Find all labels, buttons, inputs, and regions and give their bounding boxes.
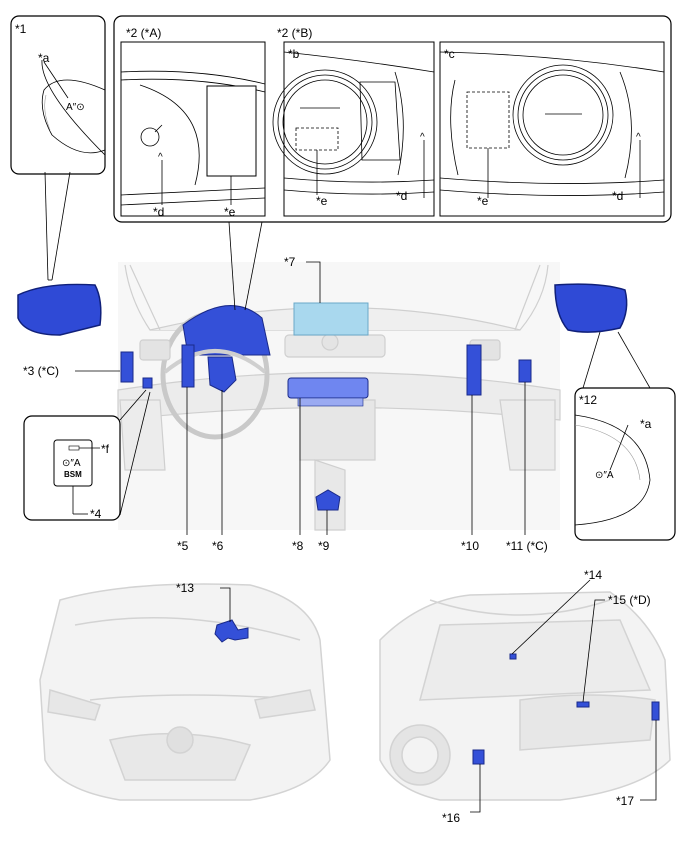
callout-14: *14 bbox=[584, 568, 602, 582]
left-outer-mirror[interactable] bbox=[17, 283, 102, 336]
part-10[interactable] bbox=[466, 344, 482, 396]
mirror-detail-box-12 bbox=[574, 331, 676, 541]
part-17[interactable] bbox=[651, 701, 660, 721]
part-16[interactable] bbox=[472, 749, 485, 765]
callout-4: *4 bbox=[90, 507, 102, 521]
part-13[interactable] bbox=[214, 619, 249, 643]
label-e-panel-c: *e bbox=[477, 194, 489, 208]
indicator-icon-right: ⊙″A bbox=[595, 470, 614, 481]
bsm-switch-detail-box bbox=[23, 389, 151, 521]
label-e-panel-a: *e bbox=[224, 205, 236, 219]
indicator-glyph-c: ^ bbox=[636, 132, 641, 143]
part-9[interactable] bbox=[315, 489, 341, 511]
label-f: *f bbox=[101, 442, 110, 456]
indicator-icon-left: A″⊙ bbox=[66, 102, 85, 113]
part-5[interactable] bbox=[181, 344, 195, 388]
part-14[interactable] bbox=[509, 653, 517, 660]
part-15[interactable] bbox=[576, 701, 590, 708]
label-e-panel-b: *e bbox=[316, 194, 328, 208]
label-d-panel-a: *d bbox=[153, 205, 164, 219]
leader-lines bbox=[75, 261, 657, 813]
meter-detail-box bbox=[113, 15, 672, 311]
callout-2b: *2 (*B) bbox=[277, 26, 312, 40]
callout-3: *3 (*C) bbox=[23, 364, 59, 378]
rear-vehicle-illustration bbox=[379, 591, 671, 801]
label-c: *c bbox=[444, 47, 455, 61]
navigation-display-part[interactable] bbox=[293, 302, 369, 336]
indicator-glyph-b: ^ bbox=[420, 132, 425, 143]
mirror-detail-box-1 bbox=[10, 15, 106, 281]
steering-wheel-hub bbox=[163, 349, 267, 374]
right-outer-mirror[interactable] bbox=[554, 283, 628, 333]
callout-1: *1 bbox=[15, 22, 27, 36]
callout-2a: *2 (*A) bbox=[126, 26, 161, 40]
label-b: *b bbox=[288, 47, 300, 61]
left-mirror-switch-part[interactable] bbox=[120, 351, 134, 383]
label-a-right: *a bbox=[640, 417, 652, 431]
callout-9: *9 bbox=[318, 539, 330, 553]
callout-15: *15 (*D) bbox=[608, 593, 651, 607]
callout-13: *13 bbox=[176, 581, 194, 595]
bsm-switch-text: BSM bbox=[64, 470, 82, 479]
part-8[interactable] bbox=[287, 377, 369, 399]
callout-17: *17 bbox=[616, 794, 634, 808]
callout-10: *10 bbox=[461, 539, 479, 553]
callout-16: *16 bbox=[442, 811, 460, 825]
indicator-glyph-a: ^ bbox=[158, 152, 163, 163]
callout-6: *6 bbox=[212, 539, 224, 553]
callout-5: *5 bbox=[177, 539, 189, 553]
combination-meter-part[interactable] bbox=[182, 305, 271, 356]
front-vehicle-illustration bbox=[39, 583, 331, 801]
callout-11: *11 (*C) bbox=[506, 539, 548, 553]
label-d-panel-c: *d bbox=[612, 189, 623, 203]
callout-12: *12 bbox=[579, 393, 597, 407]
callout-7: *7 bbox=[284, 255, 296, 269]
bsm-switch-part[interactable] bbox=[142, 377, 153, 389]
callout-8: *8 bbox=[292, 539, 304, 553]
label-d-panel-b: *d bbox=[396, 189, 407, 203]
part-8-lower bbox=[297, 397, 364, 407]
right-mirror-switch-part[interactable] bbox=[518, 359, 532, 383]
spiral-cable-part[interactable] bbox=[207, 356, 237, 393]
label-a-left: *a bbox=[38, 51, 50, 65]
bsm-switch-icon: ⊙″A bbox=[62, 458, 81, 469]
